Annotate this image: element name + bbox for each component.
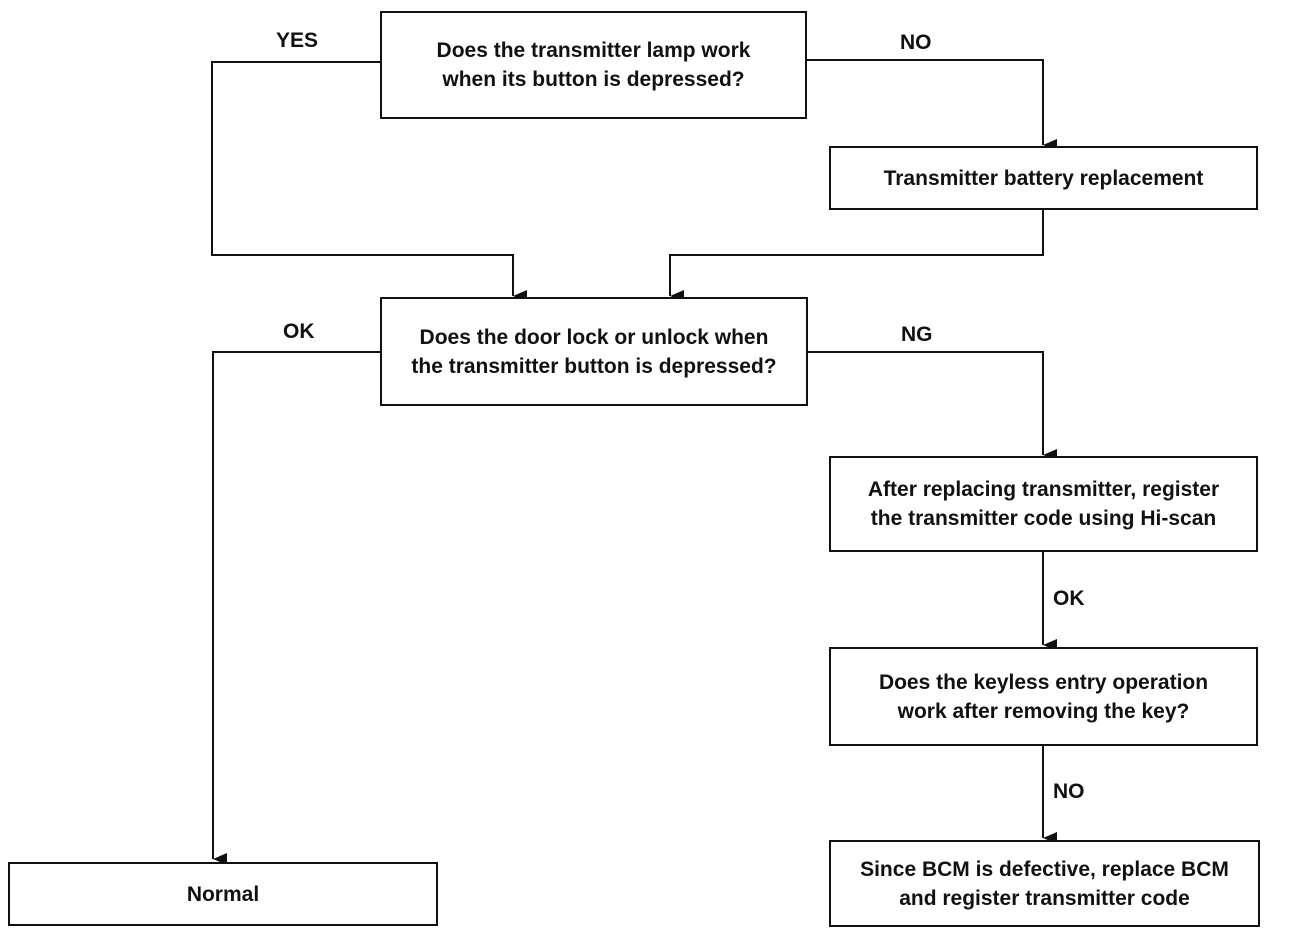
edge-door-ng-to-replace [806,351,1057,461]
ok-label-right: OK [1053,587,1085,610]
door-question-box: Does the door lock or unlock when the tr… [380,297,808,406]
edge-door-ok-to-normal [212,351,380,865]
no-label-bottom: NO [1053,780,1085,803]
normal-box: Normal [8,862,438,926]
no-label-top: NO [900,31,932,54]
lamp-question-box: Does the transmitter lamp work when its … [380,11,807,119]
yes-label: YES [276,29,319,52]
replace-transmitter-box: After replacing transmitter, register th… [829,456,1258,552]
battery-replacement-box: Transmitter battery replacement [829,146,1258,210]
edge-lamp-yes-to-door [211,61,527,302]
ng-label: NG [901,323,933,346]
edge-lamp-no-to-battery [806,59,1057,151]
edge-battery-to-door [669,208,1044,302]
bcm-replacement-box: Since BCM is defective, replace BCM and … [829,840,1260,927]
keyless-question-box: Does the keyless entry operation work af… [829,647,1258,746]
ok-label-left: OK [283,320,315,343]
